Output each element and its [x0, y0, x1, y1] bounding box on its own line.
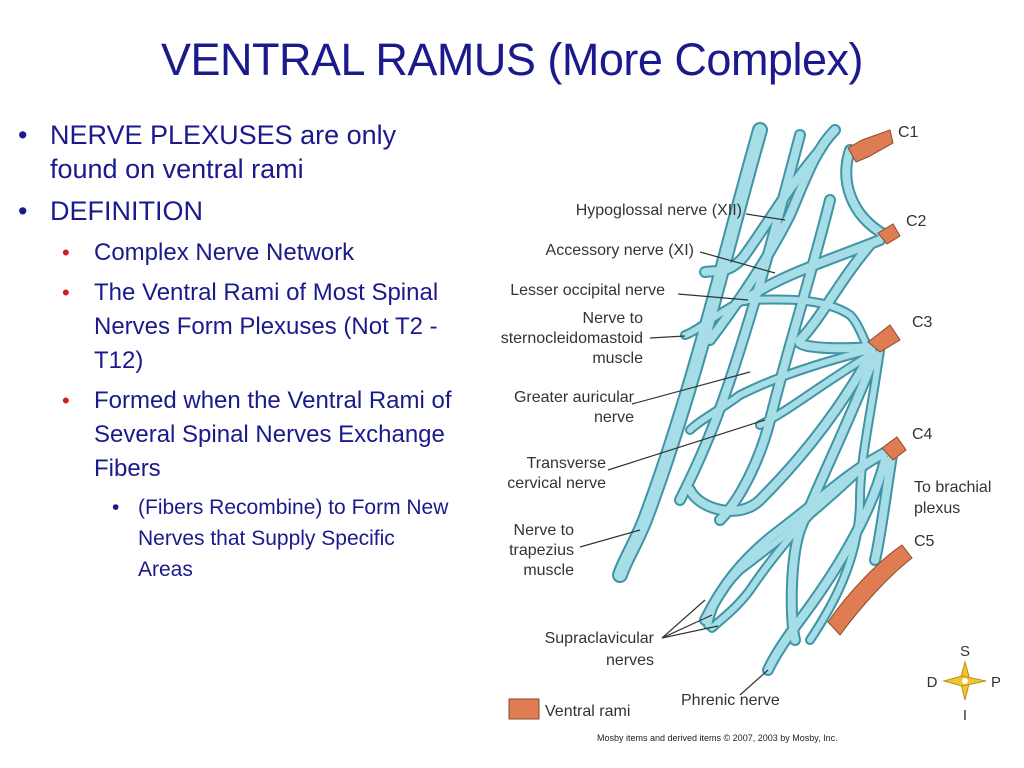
sub-sub-bullet-recombine: • (Fibers Recombine) to Form New Nerves …: [14, 492, 454, 585]
sub-sub-bullet-marker: •: [112, 496, 120, 519]
label-accessory: Accessory nerve (XI): [546, 242, 694, 259]
sub-bullet-text: Formed when the Ventral Rami of Several …: [94, 387, 452, 482]
label-c3: C3: [912, 314, 933, 331]
bullet-text: DEFINITION: [50, 196, 203, 226]
sub-bullet-ventral-rami: • The Ventral Rami of Most Spinal Nerves…: [14, 276, 454, 378]
label-c5: C5: [914, 533, 935, 550]
copyright-credit: Mosby items and derived items © 2007, 20…: [597, 733, 838, 743]
compass-i: I: [963, 707, 967, 724]
sub-bullet-marker: •: [62, 280, 70, 305]
bullet-definition: • DEFINITION: [14, 194, 454, 228]
bullet-marker: •: [18, 196, 28, 226]
legend: Ventral rami: [508, 698, 630, 720]
diagram-labels: Hypoglossal nerve (XII) Accessory nerve …: [501, 202, 992, 709]
label-scm-line1: Nerve to: [583, 310, 644, 327]
label-trapezius-line1: Nerve to: [514, 522, 575, 539]
label-c4: C4: [912, 426, 933, 443]
ventral-ramus-c3: [867, 324, 901, 353]
compass-d: D: [927, 674, 938, 691]
sub-bullet-text: Complex Nerve Network: [94, 239, 355, 266]
compass-icon: S D P I: [927, 643, 1001, 724]
bullet-text: NERVE PLEXUSES are only found on ventral…: [50, 120, 397, 184]
label-greater-auricular-line1: Greater auricular: [514, 389, 635, 406]
leader-lines: [579, 213, 786, 696]
label-supraclavicular-line2: nerves: [606, 652, 654, 669]
label-transverse-line2: cervical nerve: [507, 475, 606, 492]
legend-swatch: [508, 698, 540, 720]
label-trapezius-line3: muscle: [523, 562, 574, 579]
label-supraclavicular-line1: Supraclavicular: [545, 630, 655, 647]
slide-title: VENTRAL RAMUS (More Complex): [161, 34, 863, 85]
ventral-ramus-c4: [881, 436, 907, 461]
compass-p: P: [991, 674, 1001, 691]
label-trapezius-line2: trapezius: [509, 542, 574, 559]
label-brachial-line1: To brachial: [914, 479, 991, 496]
compass-s: S: [960, 643, 970, 660]
bullet-marker: •: [18, 120, 28, 150]
label-hypoglossal: Hypoglossal nerve (XII): [576, 202, 742, 219]
sub-sub-bullet-text: (Fibers Recombine) to Form New Nerves th…: [138, 496, 449, 581]
sub-bullet-marker: •: [62, 388, 70, 413]
label-c1: C1: [898, 124, 919, 141]
label-phrenic: Phrenic nerve: [681, 692, 780, 709]
sub-bullet-text: The Ventral Rami of Most Spinal Nerves F…: [94, 279, 439, 374]
sub-bullet-network: • Complex Nerve Network: [14, 236, 454, 270]
ventral-rami: [827, 129, 913, 636]
cervical-plexus-diagram: Hypoglossal nerve (XII) Accessory nerve …: [501, 122, 1001, 743]
ventral-ramus-c5: [827, 544, 913, 636]
sub-bullet-marker: •: [62, 240, 70, 265]
bullet-nerve-plexuses: • NERVE PLEXUSES are only found on ventr…: [14, 118, 454, 186]
cervical-labels: C1 C2 C3 C4 C5: [898, 124, 935, 550]
ventral-ramus-c1: [847, 129, 894, 163]
label-transverse-line1: Transverse: [527, 455, 607, 472]
label-greater-auricular-line2: nerve: [594, 409, 634, 426]
label-brachial-line2: plexus: [914, 500, 960, 517]
label-c2: C2: [906, 213, 927, 230]
legend-label: Ventral rami: [545, 703, 630, 720]
ventral-ramus-c2: [877, 223, 901, 245]
label-lesser-occipital: Lesser occipital nerve: [510, 282, 665, 299]
label-scm-line2: sternocleidomastoid: [501, 330, 643, 347]
bullet-list: • NERVE PLEXUSES are only found on ventr…: [14, 118, 454, 585]
nerve-network-fill: [614, 124, 896, 674]
sub-bullet-formed: • Formed when the Ventral Rami of Severa…: [14, 384, 454, 486]
label-scm-line3: muscle: [592, 350, 643, 367]
